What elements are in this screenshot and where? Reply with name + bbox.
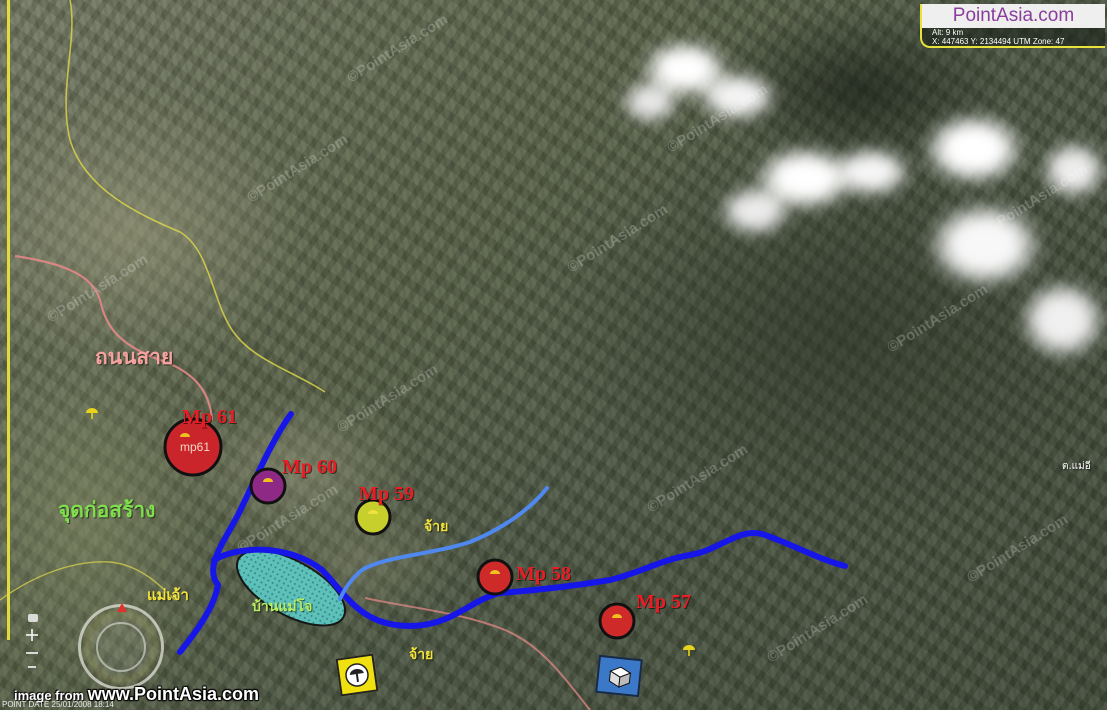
plant-icon-trunk: [355, 673, 359, 683]
zoom-in-icon[interactable]: [31, 629, 33, 641]
pan-icon[interactable]: [28, 614, 38, 622]
village-label: แม่เจ้า: [147, 586, 189, 604]
zoom-controls: [22, 614, 46, 674]
road-line: [364, 597, 591, 710]
river-main: [177, 411, 294, 655]
image-credit-site[interactable]: www.PointAsia.com: [87, 684, 260, 704]
marker-mp59-label: Mp 59: [359, 483, 414, 505]
coordinate-readout: X: 447463 Y: 2134494 UTM Zone: 47: [932, 37, 1065, 46]
pin-icon-head: [490, 570, 500, 574]
image-credit-prefix: image from: [14, 688, 88, 703]
stream-label: จ้าย: [424, 519, 449, 535]
pin-icon-head: [683, 645, 695, 650]
plant-icon[interactable]: [335, 653, 379, 697]
marker-mp57[interactable]: [598, 602, 636, 640]
marker-mp61-label: Mp 61: [182, 406, 237, 428]
pin-icon: [368, 510, 378, 514]
pin-icon-stem: [91, 413, 93, 419]
marker-mp58[interactable]: [476, 558, 514, 596]
brand-title[interactable]: PointAsia.com: [922, 4, 1105, 28]
marker-mp60-label: Mp 60: [282, 456, 337, 478]
pin-icon[interactable]: [683, 645, 695, 656]
image-credit: image from www.PointAsia.com: [14, 684, 259, 705]
marker-mp61[interactable]: [163, 417, 223, 477]
plant-icon-graphic: [345, 663, 369, 687]
pin-icon: [180, 433, 190, 437]
subdistrict-label: ต.แม่อี: [1062, 461, 1091, 472]
frame-border-line: [7, 0, 10, 640]
marker-mp61-inner-label: mp61: [180, 440, 211, 454]
branding-panel: PointAsia.com Alt: 9 km X: 447463 Y: 213…: [920, 4, 1105, 48]
stream-label: จ้าย: [409, 647, 434, 663]
pin-icon-head: [86, 408, 98, 413]
marker-mp58-label: Mp 58: [516, 563, 571, 585]
north-arrow-icon[interactable]: [117, 603, 127, 612]
compass-ring[interactable]: [96, 622, 146, 672]
pin-icon: [263, 478, 273, 482]
construction-zone-ellipse[interactable]: [225, 535, 356, 640]
tilt-icon[interactable]: [28, 666, 36, 668]
image-date: POINT DATE 25/01/2008 18:14: [2, 700, 114, 709]
pin-icon-stem: [688, 650, 690, 656]
pin-icon-head: [368, 510, 378, 514]
marker-mp59[interactable]: [354, 498, 392, 536]
boundary-line: [0, 561, 176, 601]
river-main: [211, 530, 848, 630]
road-label: ถนนสาย: [95, 345, 174, 369]
pin-icon-head: [612, 614, 622, 618]
road-line: [14, 254, 214, 421]
pin-icon-head: [180, 433, 190, 437]
pin-icon-head: [263, 478, 273, 482]
box-icon[interactable]: [595, 654, 643, 698]
zoom-out-icon[interactable]: [26, 652, 38, 654]
box-icon-right: [618, 672, 631, 688]
village-label: บ้านแม่โจ: [252, 599, 313, 615]
pin-icon: [612, 614, 622, 618]
altitude-readout: Alt: 9 km: [932, 28, 964, 37]
marker-mp60[interactable]: [249, 467, 287, 505]
box-icon-graphic: [608, 666, 632, 688]
boundary-line: [65, 0, 326, 393]
plant-icon-canopy: [349, 668, 364, 675]
pin-icon[interactable]: [86, 408, 98, 419]
marker-mp57-label: Mp 57: [636, 591, 691, 613]
construction-site-label: จุดก่อสร้าง: [58, 498, 156, 522]
pin-icon: [490, 570, 500, 574]
river-branch: [338, 486, 549, 601]
compass-icon[interactable]: [78, 603, 164, 690]
